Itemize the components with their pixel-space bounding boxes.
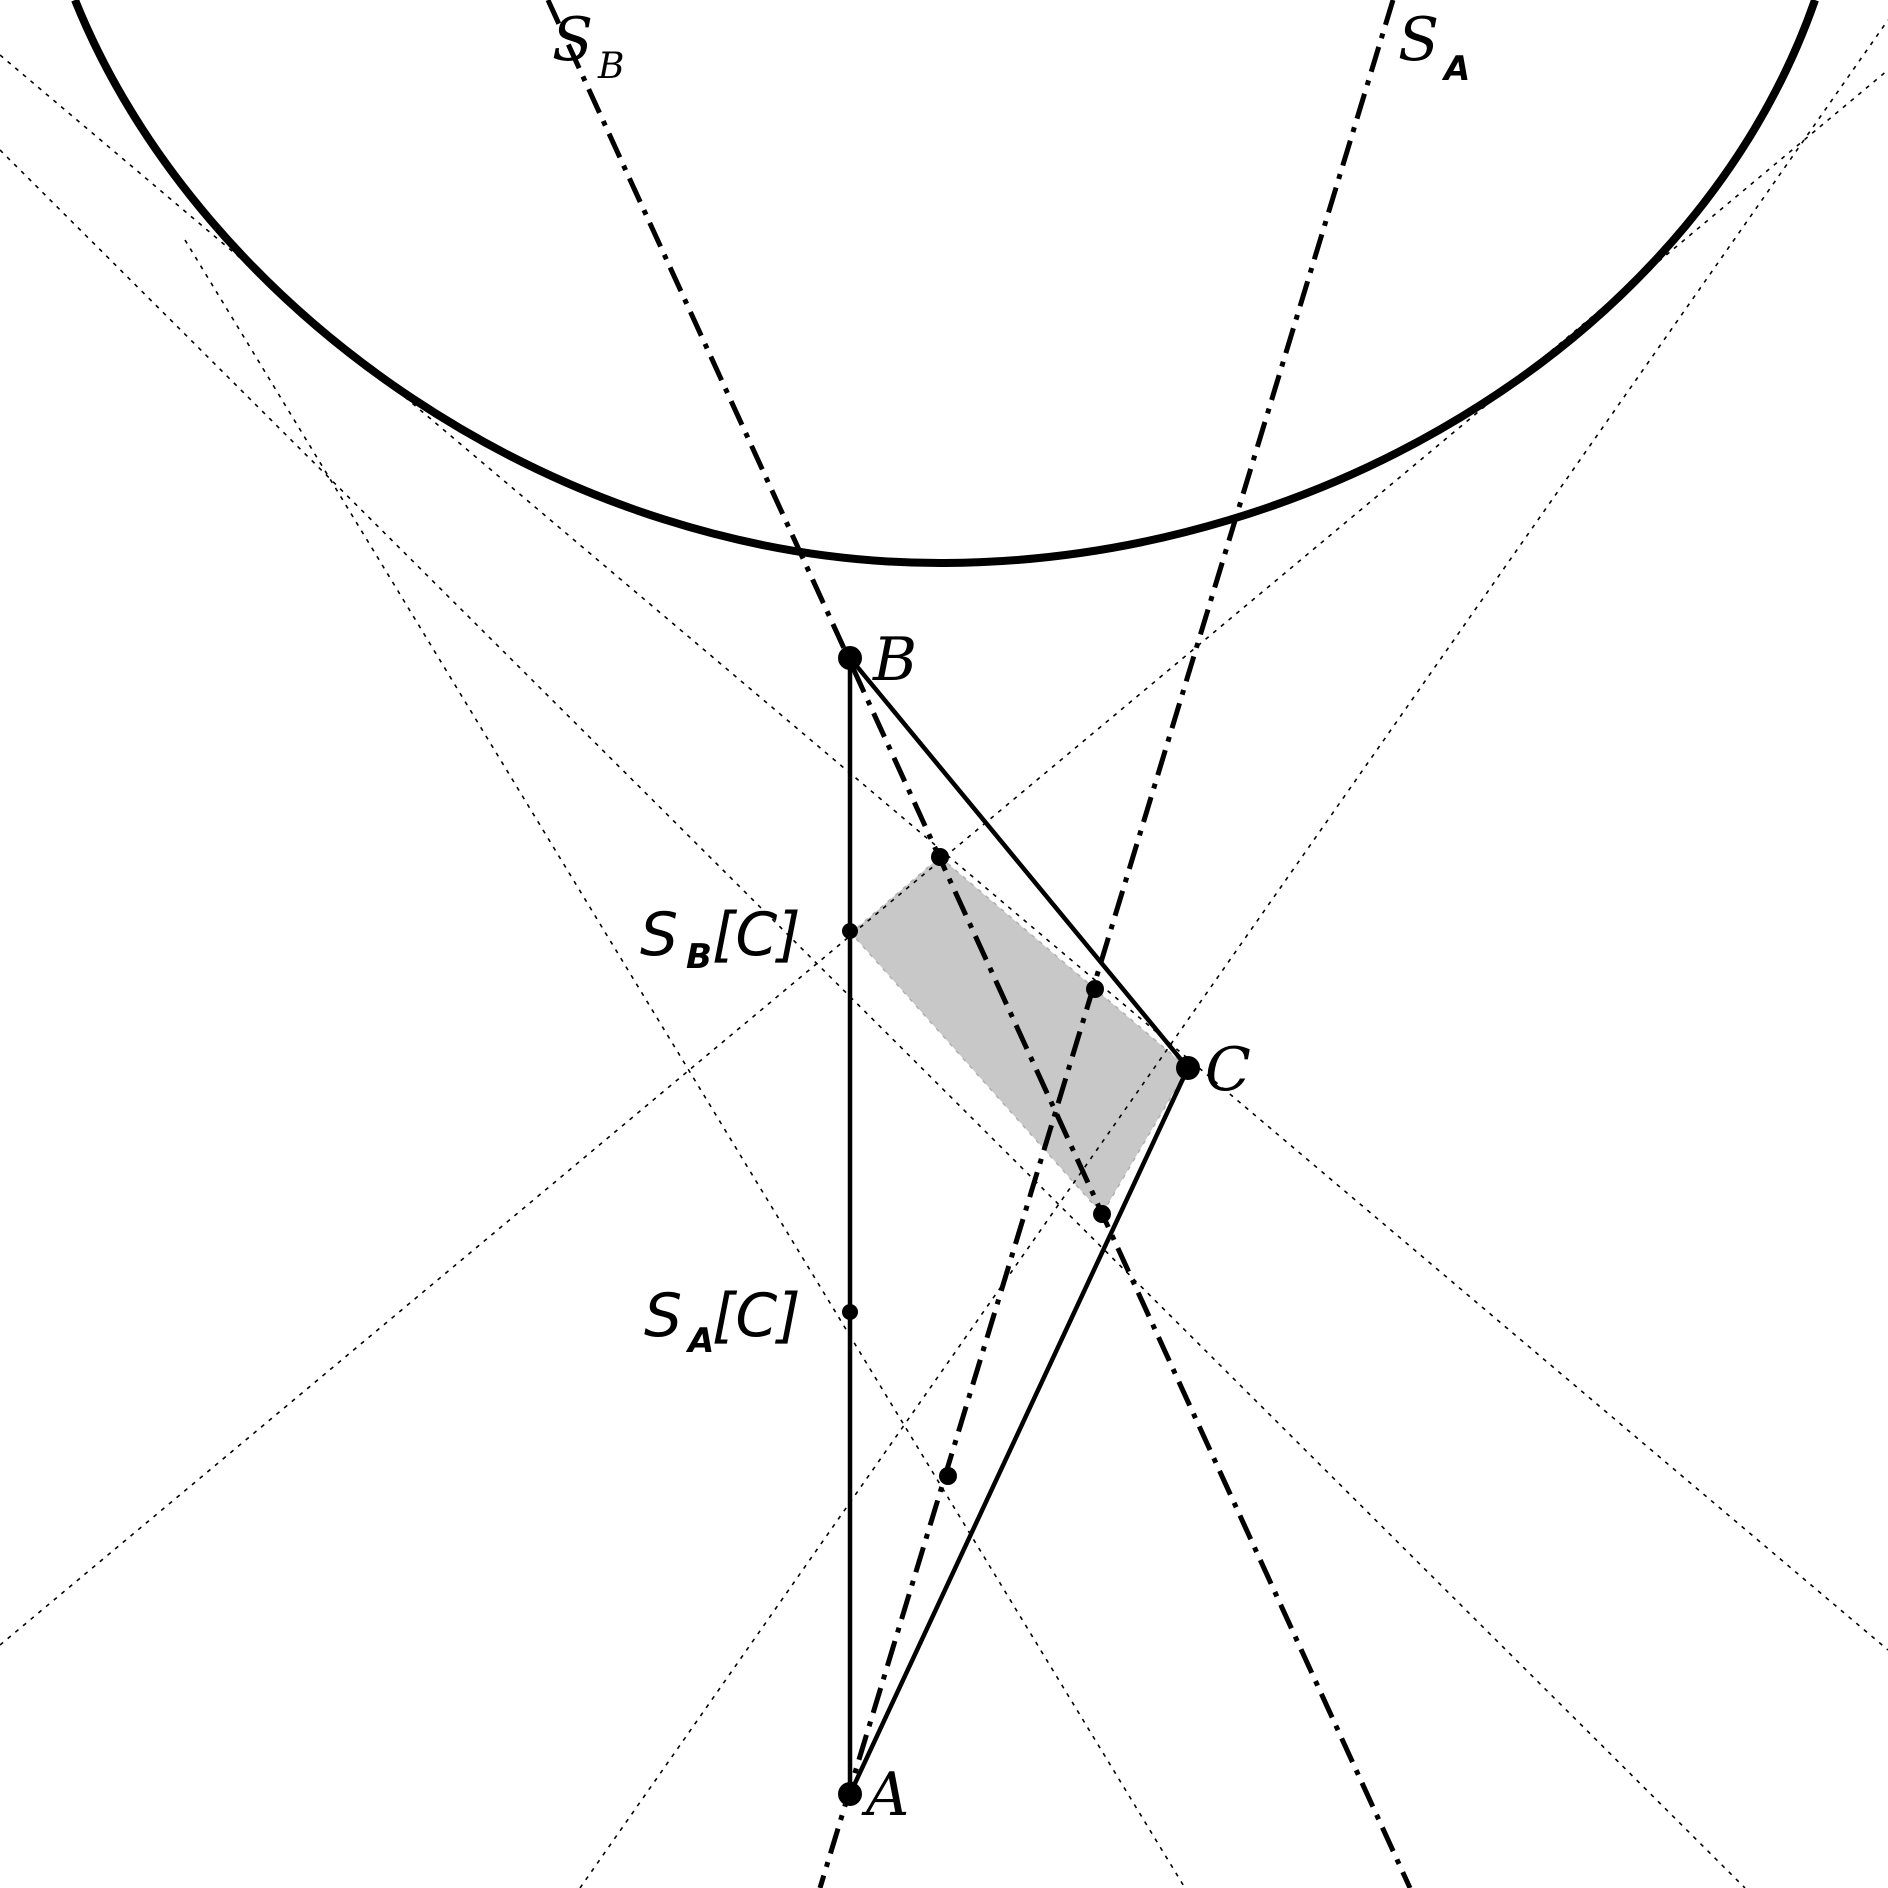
point-lower-axis bbox=[939, 1467, 957, 1485]
point-rect-top bbox=[931, 848, 949, 866]
label-axis-s-b-sub: B bbox=[597, 46, 624, 87]
circle-arc bbox=[71, 0, 1819, 568]
vertex-c bbox=[1176, 1056, 1200, 1080]
label-s-a-c-sub: A bbox=[685, 1321, 714, 1361]
point-bc-intersection bbox=[1086, 980, 1104, 998]
label-axis-s-a-sub: A bbox=[1441, 49, 1470, 89]
label-a: A bbox=[861, 1760, 909, 1830]
label-s-b-c: S B [C] bbox=[640, 900, 801, 977]
construction-line-5 bbox=[184, 239, 1186, 1888]
label-b: B bbox=[872, 625, 917, 695]
label-s-a-c: S A [C] bbox=[644, 1281, 801, 1361]
label-axis-s-a: S A bbox=[1398, 5, 1470, 89]
label-c: C bbox=[1205, 1035, 1251, 1105]
triangle-abc bbox=[847, 656, 1191, 1795]
auxiliary-points bbox=[842, 848, 1111, 1485]
label-s-b-c-main: S bbox=[640, 900, 678, 970]
label-s-a-c-main: S bbox=[644, 1281, 682, 1351]
construction-line-4 bbox=[579, 19, 1888, 1888]
point-s-a-c bbox=[842, 1304, 858, 1320]
label-s-b-c-sub: B bbox=[686, 937, 712, 977]
axis-s-a bbox=[817, 0, 1396, 1888]
side-ca bbox=[847, 1067, 1191, 1795]
side-bc bbox=[848, 656, 1190, 1070]
point-s-b-c bbox=[842, 923, 858, 939]
label-axis-s-b-main: S bbox=[552, 5, 593, 75]
construction-line-1 bbox=[0, 149, 1746, 1888]
label-axis-s-b: S B bbox=[552, 5, 624, 87]
axis-s-b bbox=[545, 0, 1413, 1888]
point-rect-bottom bbox=[1093, 1205, 1111, 1223]
label-axis-s-a-main: S bbox=[1398, 5, 1439, 75]
label-s-a-c-arg: [C] bbox=[712, 1281, 801, 1351]
vertex-a bbox=[838, 1782, 862, 1806]
label-s-b-c-arg: [C] bbox=[712, 900, 801, 970]
vertex-b bbox=[838, 646, 862, 670]
